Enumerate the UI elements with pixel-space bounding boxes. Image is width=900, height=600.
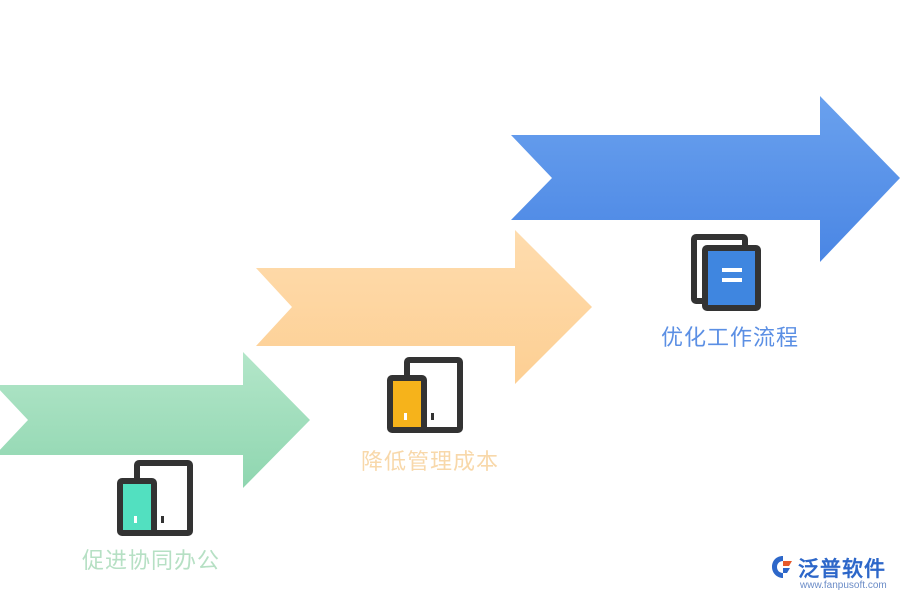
tablet-phone-icon [117,460,193,536]
brand-mark-icon [772,556,792,578]
arrow-step-3 [511,96,900,262]
document-stack-icon [691,234,761,311]
step-2-label: 降低管理成本 [361,450,500,475]
arrow-step-2 [256,230,592,384]
step-3-label: 优化工作流程 [661,326,800,351]
brand-url: www.fanpusoft.com [800,580,887,591]
step-1-label: 促进协同办公 [82,549,221,574]
brand-logo: 泛普软件 www.fanpusoft.com [770,553,895,597]
tablet-phone-icon [387,357,463,433]
brand-name: 泛普软件 [798,557,886,581]
arrow-step-1 [0,352,310,488]
